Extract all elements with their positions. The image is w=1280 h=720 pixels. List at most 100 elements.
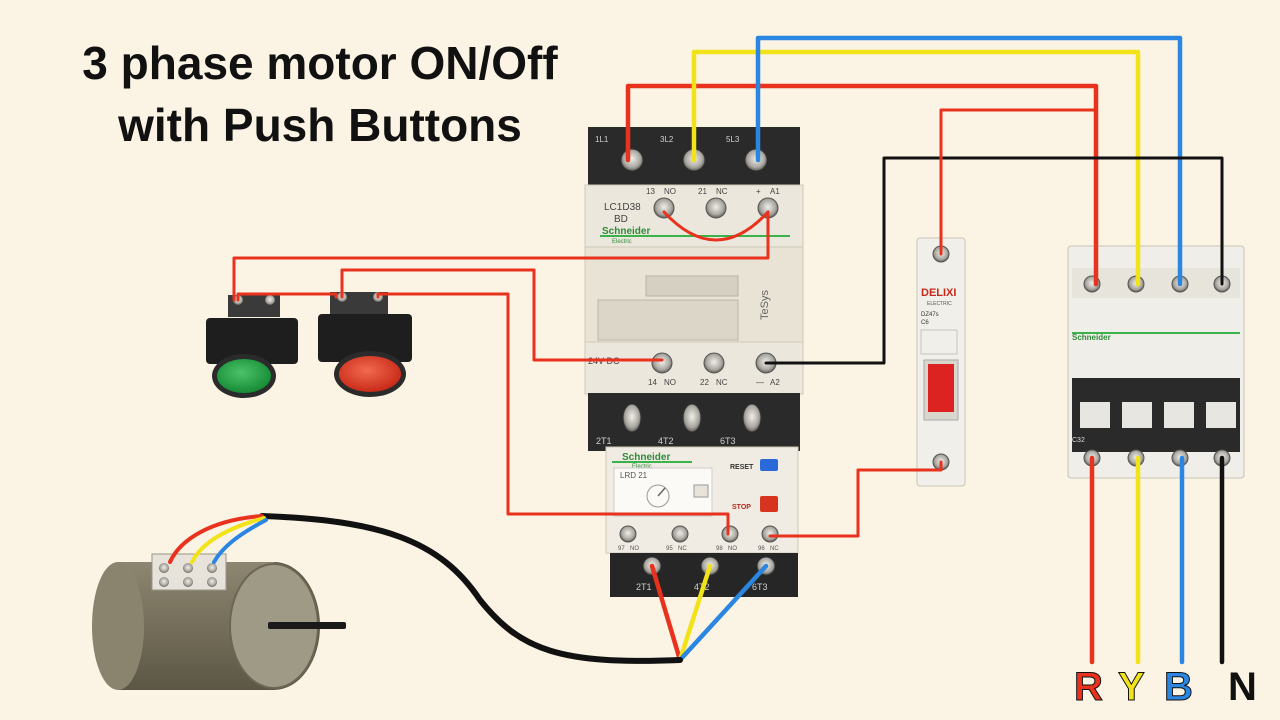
terminal-label-4t2: 4T2 bbox=[658, 436, 674, 446]
mcb-single-toggle[interactable] bbox=[928, 364, 954, 412]
mcb4-toggle-b[interactable] bbox=[1164, 402, 1194, 428]
screw-13 bbox=[653, 197, 675, 219]
contactor-model-label: LC1D38 bbox=[604, 202, 641, 213]
aux-label-97-no: NO bbox=[630, 546, 639, 552]
terminal-label-6t3: 6T3 bbox=[720, 436, 736, 446]
wire-out-b bbox=[677, 563, 769, 663]
aux-label-98: 98 bbox=[716, 546, 723, 552]
aux-label-a1: A1 bbox=[770, 187, 780, 196]
mcb4-toggle-y[interactable] bbox=[1122, 402, 1152, 428]
screw-1l1 bbox=[620, 148, 644, 172]
wire-a1-to-on bbox=[232, 210, 770, 302]
overload-relay: Schneider Electric LRD 21 RESET STOP 97 … bbox=[605, 446, 799, 597]
contactor-series-label: TeSys bbox=[759, 290, 771, 320]
phase-label-r: R bbox=[1074, 665, 1103, 709]
terminal-label-2t1: 2T1 bbox=[596, 436, 612, 446]
stop-label: STOP bbox=[732, 504, 751, 511]
wire-r-to-mcb bbox=[939, 108, 1098, 256]
wires bbox=[168, 35, 1225, 665]
phase-label-b: B bbox=[1164, 665, 1193, 709]
aux-label-97: 97 bbox=[618, 546, 625, 552]
wire-n-to-a2 bbox=[764, 156, 1224, 365]
aux-label-98-no: NO bbox=[728, 546, 737, 552]
overload-model-label: LRD 21 bbox=[620, 471, 648, 480]
overload-brand-sub: Electric bbox=[632, 464, 652, 470]
mcb-single-model: DZ47s bbox=[921, 312, 939, 318]
terminal-label-1l1: 1L1 bbox=[595, 135, 609, 144]
push-button-on-housing bbox=[206, 318, 298, 364]
wire-r-supply bbox=[625, 83, 1099, 287]
screw-95 bbox=[671, 525, 689, 543]
aux-label-a2: A2 bbox=[770, 378, 780, 387]
wire-mcb-to-95 bbox=[768, 460, 943, 538]
mcb4-toggle-n[interactable] bbox=[1206, 402, 1236, 428]
aux-label-96-nc: NC bbox=[770, 546, 779, 552]
wire-y-supply bbox=[691, 49, 1141, 287]
screw-96 bbox=[761, 525, 779, 543]
contactor-brand-sub: Electric bbox=[612, 239, 632, 245]
push-button-off-housing bbox=[318, 314, 412, 362]
wire-b-supply bbox=[755, 35, 1183, 287]
motor-wire-r bbox=[168, 514, 264, 564]
screw-2t1 bbox=[622, 403, 642, 433]
reset-label: RESET bbox=[730, 464, 754, 471]
mcb-single-brand: DELIXI bbox=[921, 287, 956, 299]
screw-21 bbox=[705, 197, 727, 219]
mcb4-toggle-r[interactable] bbox=[1080, 402, 1110, 428]
wire-13-a1-bridge bbox=[662, 210, 770, 242]
aux-label-nc-bottom: NC bbox=[716, 378, 728, 387]
push-button-off bbox=[318, 292, 412, 397]
title-line-2: with Push Buttons bbox=[118, 99, 522, 151]
title-line-1: 3 phase motor ON/Off bbox=[82, 37, 558, 89]
wire-on-to-off bbox=[236, 292, 338, 302]
motor-wire-b bbox=[212, 518, 268, 564]
push-button-on bbox=[206, 295, 298, 398]
motor-shaft bbox=[268, 622, 346, 629]
mcb-single-rating: C6 bbox=[921, 320, 929, 326]
current-dial[interactable] bbox=[646, 484, 670, 508]
contactor: LC1D38 BD Schneider Electric TeSys 24V D… bbox=[584, 127, 804, 451]
contactor-model-sub: BD bbox=[614, 214, 628, 225]
wire-out-r bbox=[649, 563, 683, 663]
push-button-off-cap[interactable] bbox=[339, 356, 401, 392]
aux-label-14: 14 bbox=[648, 378, 657, 387]
aux-label-95: 95 bbox=[666, 546, 673, 552]
mcb-single-brand-sub: ELECTRIC bbox=[927, 301, 952, 307]
aux-label-minus: — bbox=[756, 378, 764, 387]
motor-wire-y bbox=[190, 516, 266, 564]
wire-on-to-95 bbox=[376, 292, 730, 536]
motor-cable bbox=[259, 513, 683, 664]
screw-4t2 bbox=[682, 403, 702, 433]
aux-label-21: 21 bbox=[698, 187, 707, 196]
aux-label-no-bottom: NO bbox=[664, 378, 676, 387]
terminal-label-3l2: 3L2 bbox=[660, 135, 674, 144]
out-label-2t1: 2T1 bbox=[636, 582, 652, 592]
wire-out-y bbox=[677, 563, 713, 663]
mcb-four-rating: C32 bbox=[1072, 437, 1085, 444]
overload-brand-logo: Schneider bbox=[622, 452, 670, 463]
contactor-brand-logo: Schneider bbox=[602, 226, 650, 237]
mcb-single-pole: DELIXI ELECTRIC DZ47s C6 bbox=[916, 237, 966, 487]
screw-97 bbox=[619, 525, 637, 543]
aux-label-plus: + bbox=[756, 187, 761, 196]
screw-22 bbox=[703, 352, 725, 374]
screw-6t3 bbox=[742, 403, 762, 433]
reset-button[interactable] bbox=[760, 459, 778, 471]
motor bbox=[92, 553, 346, 690]
wire-off-to-14 bbox=[340, 268, 664, 362]
aux-label-22: 22 bbox=[700, 378, 709, 387]
aux-label-96: 96 bbox=[758, 546, 765, 552]
out-label-6t3: 6T3 bbox=[752, 582, 768, 592]
diagram-title: 3 phase motor ON/Off with Push Buttons bbox=[0, 32, 640, 156]
terminal-label-5l3: 5L3 bbox=[726, 135, 740, 144]
aux-label-no-top: NO bbox=[664, 187, 676, 196]
aux-label-nc-top: NC bbox=[716, 187, 728, 196]
aux-label-13: 13 bbox=[646, 187, 655, 196]
screw-14 bbox=[651, 352, 673, 374]
aux-label-95-nc: NC bbox=[678, 546, 687, 552]
push-button-on-cap[interactable] bbox=[217, 359, 271, 393]
stop-button[interactable] bbox=[760, 496, 778, 512]
mcb-four-brand: Schneider bbox=[1072, 333, 1111, 342]
